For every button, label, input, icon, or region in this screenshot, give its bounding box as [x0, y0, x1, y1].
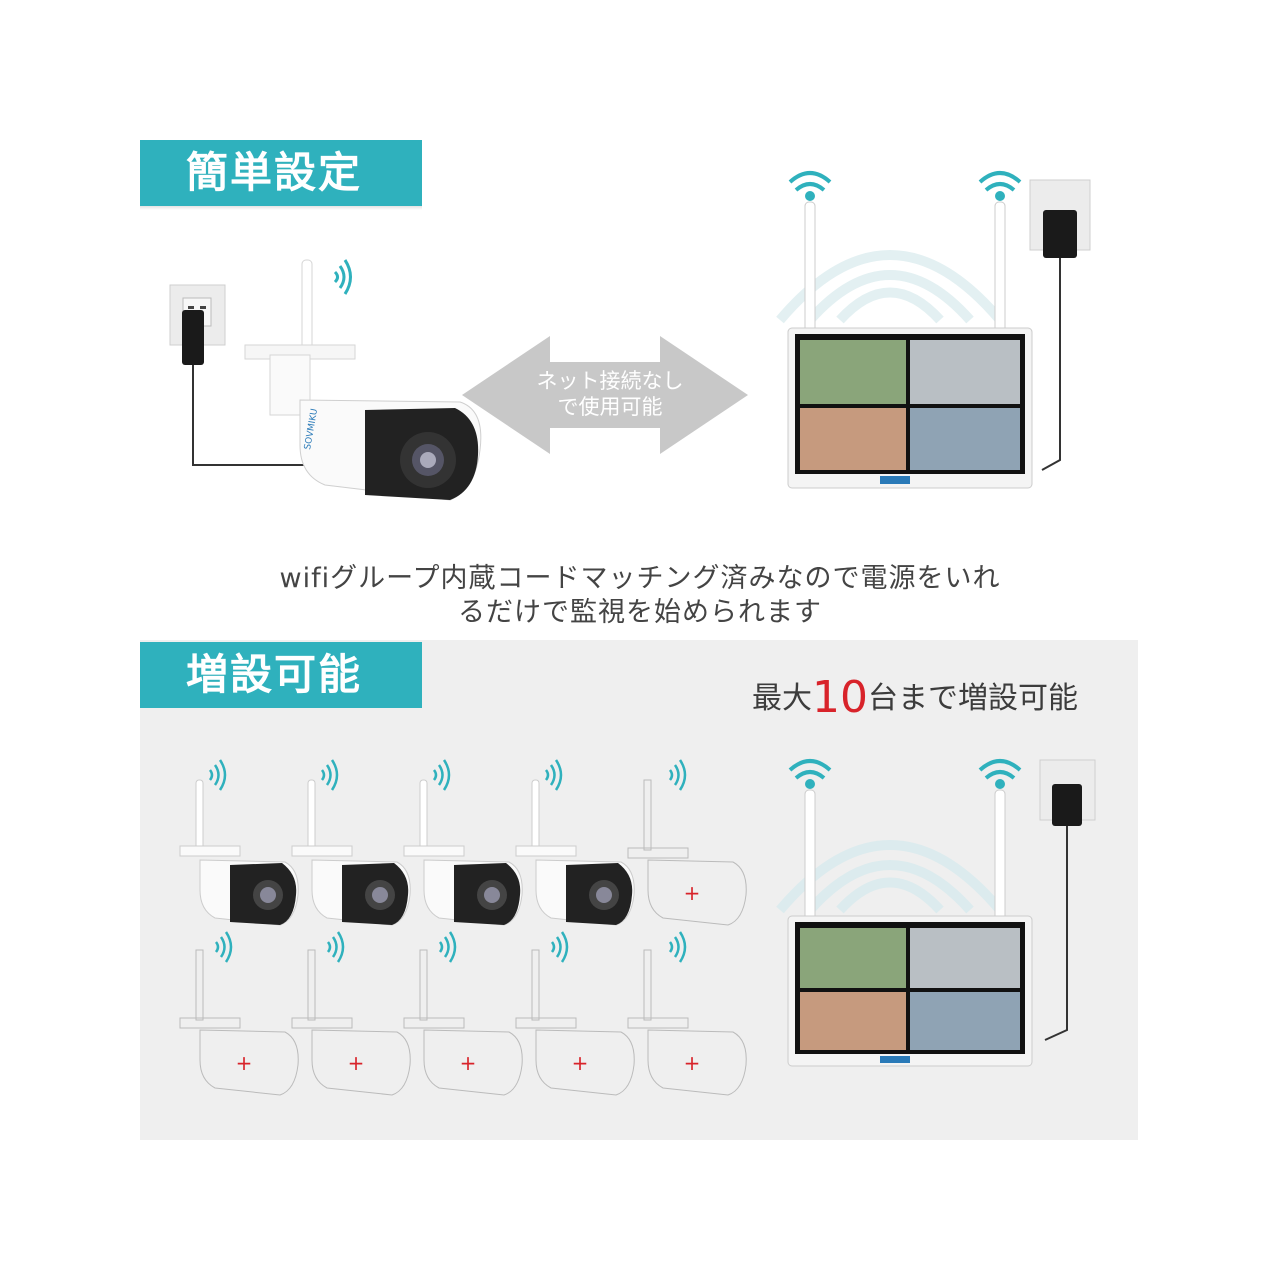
camera-slot-6-empty: [179, 930, 299, 1096]
section-title-easy-setup: 簡単設定: [140, 140, 422, 206]
max-prefix: 最大: [752, 681, 812, 716]
max-suffix: 台まで増設可能: [868, 681, 1078, 716]
arrow-label: ネット接続なし で使用可能: [490, 368, 730, 420]
power-outlet-icon: [169, 284, 320, 466]
power-outlet-icon: [1039, 759, 1096, 1041]
section-title-expandable: 増設可能: [140, 642, 422, 708]
camera-icon: SOVMIKU: [244, 259, 482, 501]
max-cameras-text: 最大10台まで増設可能: [752, 672, 1078, 723]
wifi-signal-icon-right: [978, 759, 1022, 789]
wifi-signal-icon: [438, 930, 457, 964]
camera-slot-9-empty: [515, 930, 635, 1096]
wifi-signal-icon-left: [788, 171, 832, 201]
caption-line2: るだけで監視を始められます: [458, 597, 822, 628]
caption-line1: wifiグループ内蔵コードマッチング済みなので電源をいれ: [279, 563, 1001, 594]
wifi-signal-icon: [668, 758, 687, 792]
monitor-nvr-illustration-2: [776, 759, 1096, 1067]
arrow-label-line1: ネット接続なし: [536, 369, 684, 393]
camera-slot-7-empty: [291, 930, 411, 1096]
camera-slot-2-active: [291, 758, 411, 926]
arrow-label-line2: で使用可能: [557, 395, 663, 419]
wifi-signal-icon: [208, 758, 227, 792]
wifi-signal-icon: [432, 758, 451, 792]
camera-grid: +: [179, 758, 747, 1096]
wifi-signal-icon-left: [788, 759, 832, 789]
double-arrow-icon: [462, 336, 748, 454]
wifi-signal-icon: [544, 758, 563, 792]
power-outlet-icon: [1029, 179, 1091, 471]
wifi-signal-icon: [668, 930, 687, 964]
max-number: 10: [812, 672, 868, 723]
wifi-signal-icon: [333, 259, 352, 295]
camera-slot-1-active: [179, 758, 299, 926]
wifi-signal-icon: [326, 930, 345, 964]
wifi-signal-icon-right: [978, 171, 1022, 201]
title-shadow: [140, 206, 422, 210]
camera-slot-10-empty: [627, 930, 747, 1096]
monitor-nvr-illustration: [776, 171, 1091, 489]
camera-slot-4-active: [515, 758, 635, 926]
wifi-signal-icon: [550, 930, 569, 964]
wifi-signal-icon: [320, 758, 339, 792]
camera-with-outlet-illustration: SOVMIKU: [169, 259, 482, 501]
camera-slot-3-active: [403, 758, 523, 926]
wifi-signal-icon: [214, 930, 233, 964]
camera-slot-8-empty: [403, 930, 523, 1096]
camera-slot-5-empty: [627, 758, 747, 926]
